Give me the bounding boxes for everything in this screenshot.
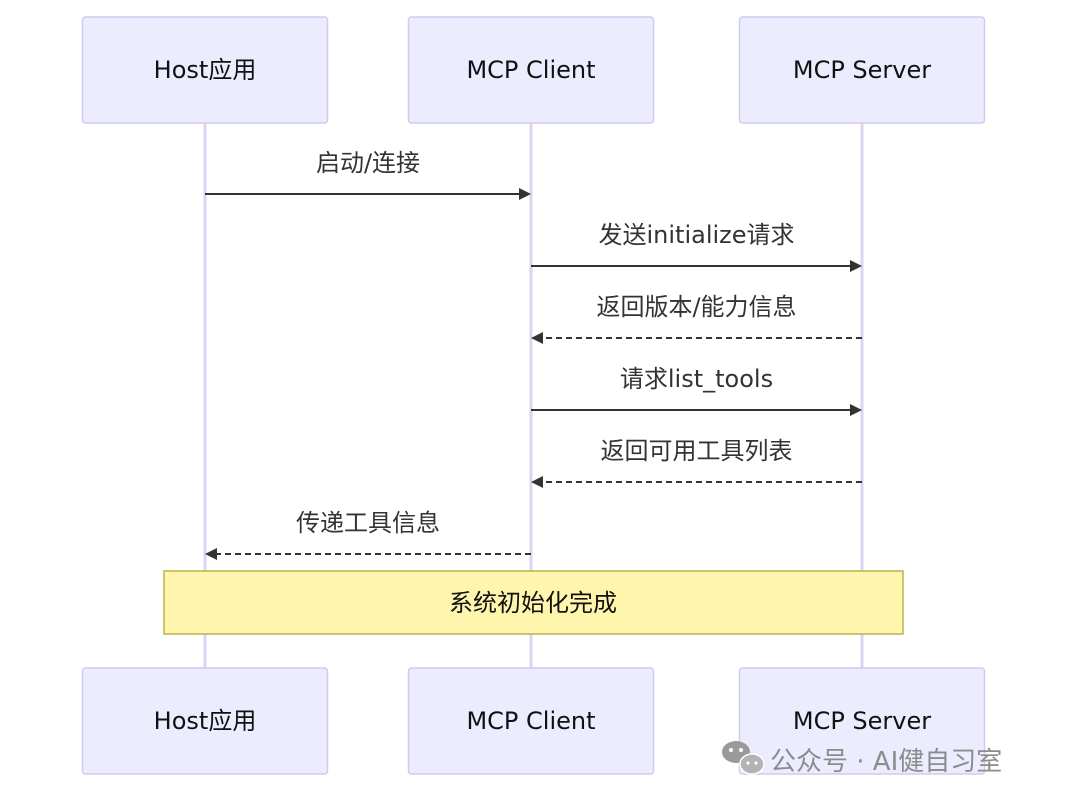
- note-box: [163, 570, 904, 635]
- wechat-icon: [722, 741, 765, 775]
- message-label-1: 启动/连接: [316, 149, 420, 177]
- messages: 启动/连接发送initialize请求返回版本/能力信息请求list_tools…: [205, 149, 862, 560]
- actor-label-server-top: MCP Server: [793, 56, 931, 84]
- message-label-2: 发送initialize请求: [598, 221, 794, 249]
- actor-box-client-top: [407, 16, 655, 124]
- actor-box-host-top: [81, 16, 329, 124]
- actors-top: Host应用 MCP Client MCP Server: [81, 16, 986, 124]
- actor-box-host-bottom: [81, 667, 329, 775]
- message-label-4: 请求list_tools: [620, 365, 773, 393]
- actor-box-server-bottom: [738, 667, 986, 775]
- watermark-text: 公众号 · AI健自习室: [770, 747, 1002, 777]
- actor-label-client-top: MCP Client: [466, 56, 595, 84]
- actor-label-host-top: Host应用: [154, 56, 257, 84]
- actors-bottom: Host应用 MCP Client MCP Server: [81, 667, 986, 775]
- actor-label-server-bottom: MCP Server: [793, 707, 931, 735]
- actor-box-client-bottom: [407, 667, 655, 775]
- actor-box-server-top: [738, 16, 986, 124]
- actor-label-host-bottom: Host应用: [154, 707, 257, 735]
- message-label-3: 返回版本/能力信息: [596, 293, 796, 321]
- actor-label-client-bottom: MCP Client: [466, 707, 595, 735]
- watermark: 公众号 · AI健自习室: [722, 741, 1002, 777]
- message-label-6: 传递工具信息: [296, 509, 440, 537]
- note-layer: 系统初始化完成: [163, 570, 904, 635]
- note-label: 系统初始化完成: [449, 589, 617, 617]
- message-label-5: 返回可用工具列表: [601, 437, 793, 465]
